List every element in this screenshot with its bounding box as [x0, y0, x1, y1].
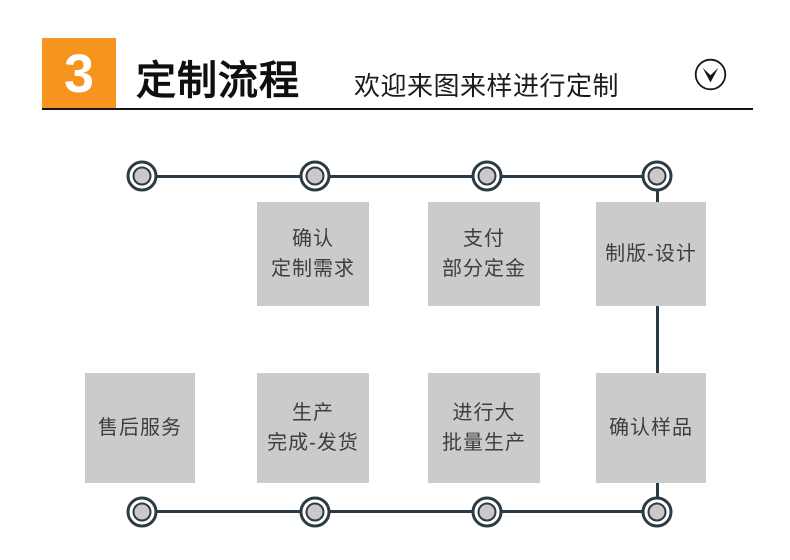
timeline-node-core [305, 166, 325, 186]
flow-box-confirm-sample: 确认样品 [596, 373, 706, 483]
timeline-node-core [647, 166, 667, 186]
flow-box-line: 生产 [292, 402, 334, 424]
flow-box-line: 完成-发货 [267, 432, 359, 454]
flow-box-production-ship: 生产 完成-发货 [257, 373, 369, 483]
timeline-node-core [477, 166, 497, 186]
page-subtitle: 欢迎来图来样进行定制 [354, 71, 620, 101]
timeline-node-core [647, 502, 667, 522]
timeline-bottom-line [142, 510, 657, 513]
step-number-badge: 3 [42, 38, 116, 109]
timeline-node [471, 160, 503, 192]
timeline-node [641, 160, 673, 192]
flow-box-line: 部分定金 [442, 258, 526, 280]
flow-box-mass-production: 进行大 批量生产 [428, 373, 540, 483]
timeline-node-core [305, 502, 325, 522]
flow-box-line: 定制需求 [271, 258, 355, 280]
flow-box-line: 售后服务 [98, 417, 182, 439]
flow-box-line: 确认样品 [609, 417, 693, 439]
step-number: 3 [63, 43, 95, 104]
connector-design-to-sample [656, 306, 659, 375]
page-title: 定制流程 [136, 59, 300, 103]
flow-box-line: 制版-设计 [605, 243, 697, 265]
timeline-node-core [132, 502, 152, 522]
timeline-node-core [477, 502, 497, 522]
flow-box-line: 进行大 [452, 402, 516, 424]
flow-box-confirm-needs: 确认 定制需求 [257, 202, 369, 306]
flow-box-line: 确认 [292, 228, 334, 250]
flow-box-line: 支付 [463, 228, 505, 250]
flow-box-after-sales: 售后服务 [85, 373, 195, 483]
timeline-node [299, 496, 331, 528]
timeline-node-core [132, 166, 152, 186]
flow-box-plate-design: 制版-设计 [596, 202, 706, 306]
connector-node-to-design [656, 189, 659, 204]
flow-box-line: 批量生产 [442, 432, 526, 454]
timeline-node [126, 496, 158, 528]
flow-box-pay-deposit: 支付 部分定金 [428, 202, 540, 306]
timeline-node [299, 160, 331, 192]
timeline-node [126, 160, 158, 192]
timeline-top-line [142, 175, 657, 178]
timeline-node [471, 496, 503, 528]
chevron-down-circle-icon [694, 58, 727, 91]
header-divider [42, 108, 753, 110]
timeline-node [641, 496, 673, 528]
connector-sample-to-node [656, 481, 659, 499]
